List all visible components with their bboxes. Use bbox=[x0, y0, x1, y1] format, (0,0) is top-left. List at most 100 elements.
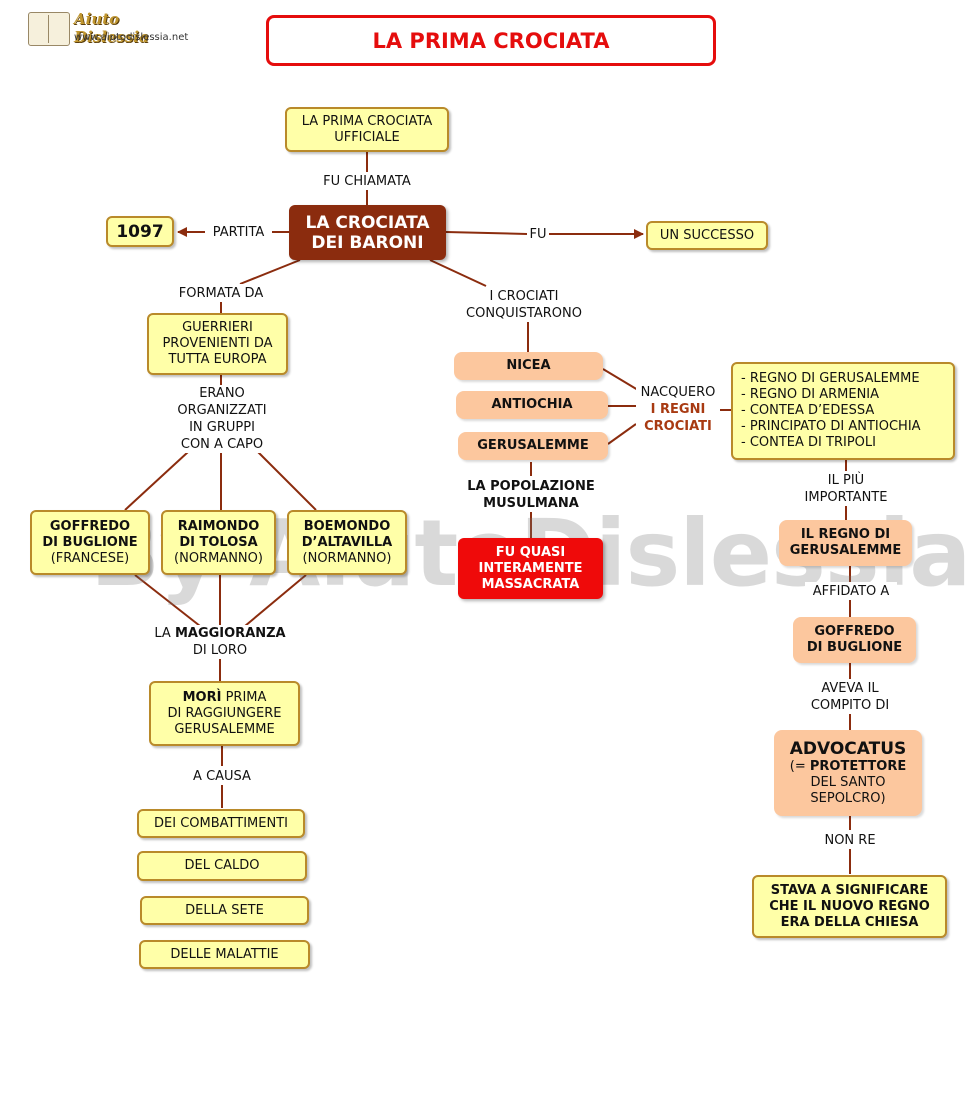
node-prima-crociata-ufficiale: LA PRIMA CROCIATA UFFICIALE bbox=[285, 107, 449, 152]
text-line: BOEMONDO bbox=[303, 518, 391, 534]
page-title: LA PRIMA CROCIATA bbox=[266, 15, 716, 66]
link-boemondo-maggioranza bbox=[244, 574, 307, 627]
label-i-crociati-conquistarono: I CROCIATI CONQUISTARONO bbox=[450, 287, 598, 322]
link-gerusalemme-nacquero bbox=[607, 423, 637, 445]
text-line: LA CROCIATA bbox=[305, 212, 430, 233]
text-line: MUSULMANA bbox=[483, 495, 579, 511]
label-a-causa: A CAUSA bbox=[182, 767, 262, 785]
text-line: LA POPOLAZIONE bbox=[467, 478, 595, 494]
text-line: ORGANIZZATI bbox=[177, 403, 267, 418]
node-boemondo-daltavilla: BOEMONDO D’ALTAVILLA (NORMANNO) bbox=[287, 510, 407, 575]
node-un-successo: UN SUCCESSO bbox=[646, 221, 768, 250]
logo-url: www.aiutodislessia.net bbox=[74, 32, 189, 43]
maggioranza-pre: LA bbox=[154, 626, 175, 641]
text-line: IL REGNO DI bbox=[800, 527, 891, 542]
text-line: GOFFREDO bbox=[49, 518, 131, 534]
label-affidato-a: AFFIDATO A bbox=[805, 582, 897, 600]
text-line: GUERRIERI bbox=[182, 320, 253, 335]
maggioranza-bold: MAGGIORANZA bbox=[174, 626, 286, 641]
advocatus-title: ADVOCATUS bbox=[789, 739, 907, 759]
link-erano-boemondo bbox=[257, 451, 317, 511]
link-nicea-nacquero bbox=[602, 368, 639, 391]
text-line: DI BUGLIONE bbox=[42, 534, 138, 550]
text-line: DI LORO bbox=[192, 643, 248, 658]
text-line: IL PIÙ bbox=[827, 472, 865, 488]
node-sete: DELLA SETE bbox=[140, 896, 309, 925]
text-line: I REGNI bbox=[650, 401, 706, 417]
text-line: (= PROTETTORE bbox=[790, 759, 906, 775]
label-nacquero-regni: NACQUERO I REGNI CROCIATI bbox=[636, 383, 720, 435]
text-line: TUTTA EUROPA bbox=[168, 352, 267, 367]
text-line: IN GRUPPI bbox=[189, 420, 255, 435]
text-line: RAIMONDO bbox=[177, 518, 260, 534]
text-line: STAVA A SIGNIFICARE bbox=[770, 882, 929, 898]
node-massacrata: FU QUASI INTERAMENTE MASSACRATA bbox=[458, 538, 603, 599]
text-line: ERA DELLA CHIESA bbox=[780, 914, 919, 930]
node-raimondo-di-tolosa: RAIMONDO DI TOLOSA (NORMANNO) bbox=[161, 510, 276, 575]
label-non-re: NON RE bbox=[816, 831, 884, 849]
text-line: (FRANCESE) bbox=[50, 550, 130, 566]
text-line: IMPORTANTE bbox=[804, 489, 888, 505]
label-popolazione-musulmana: LA POPOLAZIONE MUSULMANA bbox=[452, 477, 610, 512]
label-fu: FU bbox=[527, 225, 549, 243]
logo-name: Aiuto Dislessia bbox=[74, 10, 149, 46]
text-line: COMPITO DI bbox=[810, 697, 890, 713]
text-line: MORÌ PRIMA bbox=[183, 690, 267, 706]
node-regni-list: - REGNO DI GERUSALEMME - REGNO DI ARMENI… bbox=[731, 362, 955, 460]
label-erano-organizzati: ERANO ORGANIZZATI IN GRUPPI CON A CAPO bbox=[166, 385, 278, 453]
text-line: I CROCIATI bbox=[489, 288, 559, 304]
text-line: CROCIATI bbox=[644, 418, 712, 434]
site-logo: Aiuto Dislessia www.aiutodislessia.net bbox=[28, 10, 188, 50]
advocatus-pre: (= bbox=[789, 759, 810, 774]
link-center-formata bbox=[239, 259, 301, 285]
text-line: AVEVA IL bbox=[821, 680, 879, 696]
text-line: (NORMANNO) bbox=[302, 550, 392, 566]
list-item: - REGNO DI ARMENIA bbox=[741, 387, 880, 402]
link-goffredo-maggioranza bbox=[134, 574, 201, 627]
node-regno-di-gerusalemme: IL REGNO DI GERUSALEMME bbox=[779, 520, 912, 566]
node-goffredo-di-buglione: GOFFREDO DI BUGLIONE (FRANCESE) bbox=[30, 510, 150, 575]
node-caldo: DEL CALDO bbox=[137, 851, 307, 881]
link-center-conquistarono bbox=[429, 259, 487, 287]
label-formata-da: FORMATA DA bbox=[170, 284, 272, 302]
link-center-fu bbox=[445, 231, 528, 235]
text-line: DI RAGGIUNGERE bbox=[167, 705, 282, 721]
text-line: CONQUISTARONO bbox=[466, 305, 582, 321]
node-malattie: DELLE MALATTIE bbox=[139, 940, 310, 969]
node-advocatus: ADVOCATUS (= PROTETTORE DEL SANTO SEPOLC… bbox=[774, 730, 922, 816]
list-item: - PRINCIPATO DI ANTIOCHIA bbox=[741, 419, 921, 434]
book-icon bbox=[28, 12, 70, 46]
list-item: - CONTEA DI TRIPOLI bbox=[741, 435, 876, 450]
text-line: NACQUERO bbox=[640, 384, 716, 400]
text-line: CHE IL NUOVO REGNO bbox=[769, 898, 930, 914]
label-partita: PARTITA bbox=[205, 223, 272, 241]
text-line: ERANO bbox=[199, 386, 245, 401]
node-crociata-dei-baroni: LA CROCIATA DEI BARONI bbox=[289, 205, 446, 260]
list-item: - CONTEA D’EDESSA bbox=[741, 403, 875, 418]
advocatus-bold: PROTETTORE bbox=[809, 759, 907, 774]
label-il-piu-importante: IL PIÙ IMPORTANTE bbox=[794, 471, 898, 506]
text-line: INTERAMENTE bbox=[478, 560, 583, 576]
mori-bold: MORÌ bbox=[182, 689, 222, 705]
text-line: D’ALTAVILLA bbox=[301, 534, 393, 550]
text-line: (NORMANNO) bbox=[174, 550, 263, 566]
text-line: SEPOLCRO) bbox=[810, 791, 886, 806]
label-maggioranza: LA MAGGIORANZA DI LORO bbox=[138, 625, 302, 659]
text-line: GERUSALEMME bbox=[174, 721, 275, 737]
link-erano-goffredo bbox=[124, 451, 189, 511]
node-nicea: NICEA bbox=[454, 352, 603, 380]
node-antiochia: ANTIOCHIA bbox=[456, 391, 608, 419]
text-line: LA PRIMA CROCIATA bbox=[301, 113, 433, 129]
text-line: DI BUGLIONE bbox=[806, 640, 903, 655]
node-guerrieri: GUERRIERI PROVENIENTI DA TUTTA EUROPA bbox=[147, 313, 288, 375]
node-gerusalemme: GERUSALEMME bbox=[458, 432, 608, 460]
text-line: FU QUASI bbox=[495, 544, 566, 560]
node-mori-prima: MORÌ PRIMA DI RAGGIUNGERE GERUSALEMME bbox=[149, 681, 300, 746]
text-line: GOFFREDO bbox=[814, 624, 895, 639]
label-fu-chiamata: FU CHIAMATA bbox=[305, 172, 429, 190]
node-year-1097: 1097 bbox=[106, 216, 174, 247]
node-combattimenti: DEI COMBATTIMENTI bbox=[137, 809, 305, 838]
node-stava-a-significare: STAVA A SIGNIFICARE CHE IL NUOVO REGNO E… bbox=[752, 875, 947, 938]
text-line: GERUSALEMME bbox=[789, 543, 902, 558]
